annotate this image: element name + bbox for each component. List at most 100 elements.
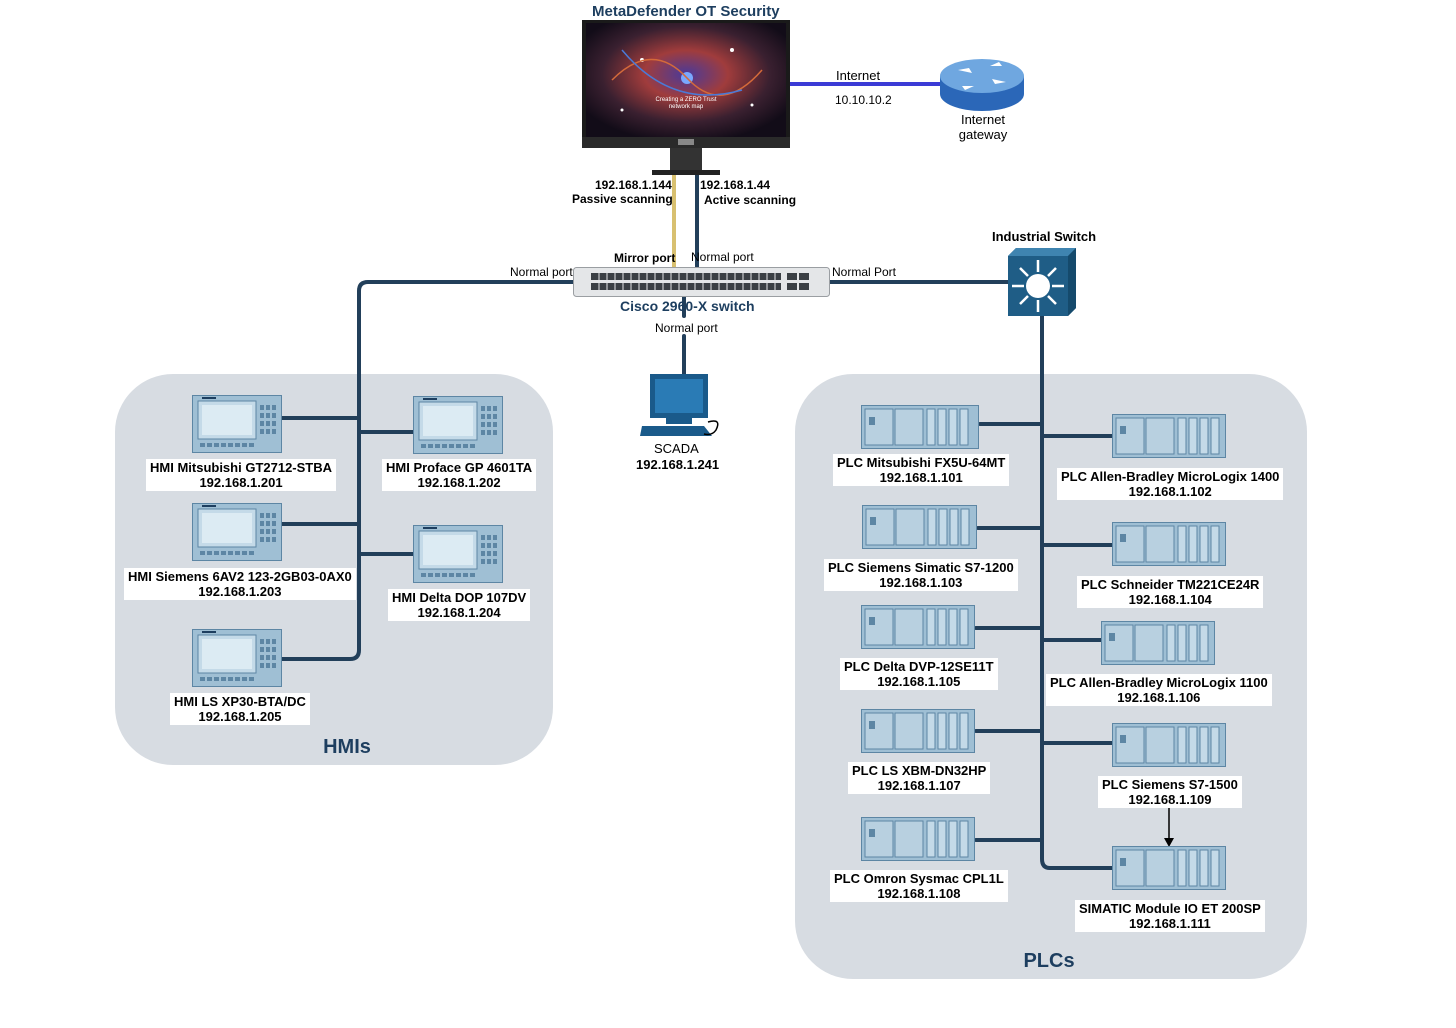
- port-label-bottom: Normal port: [655, 321, 718, 335]
- plc-name: PLC Allen-Bradley MicroLogix 1100: [1050, 675, 1268, 690]
- hmi-device[interactable]: [192, 395, 282, 458]
- internet-ip: 10.10.10.2: [835, 93, 892, 107]
- plc-device[interactable]: [1112, 723, 1226, 772]
- plc-device[interactable]: [861, 709, 975, 758]
- plc-name: PLC Siemens Simatic S7-1200: [828, 560, 1014, 575]
- scada-ip: 192.168.1.241: [636, 457, 720, 472]
- port-label-left: Normal port: [510, 265, 573, 279]
- passive-label: Passive scanning: [572, 192, 673, 206]
- plc-rack-icon: [1112, 414, 1226, 458]
- port-label-top-right: Normal port: [691, 250, 754, 264]
- hmi-panel-icon: [413, 525, 503, 583]
- hmi-panel-icon: [192, 503, 282, 561]
- plc-device[interactable]: [1112, 414, 1226, 463]
- plc-name: PLC LS XBM-DN32HP: [852, 763, 987, 778]
- plc-ip: 192.168.1.101: [879, 470, 963, 485]
- plc-device[interactable]: [1112, 846, 1226, 895]
- scada-computer-icon: [640, 374, 719, 436]
- hmi-name: HMI Siemens 6AV2 123-2GB03-0AX0: [128, 569, 352, 584]
- plc-ip: 192.168.1.104: [1128, 592, 1212, 607]
- plc-device[interactable]: [861, 605, 975, 654]
- hmi-device[interactable]: [192, 629, 282, 692]
- plc-name: PLC Mitsubishi FX5U-64MT: [837, 455, 1006, 470]
- plc-name: PLC Schneider TM221CE24R: [1081, 577, 1260, 592]
- industrial-switch-icon: [1008, 248, 1076, 316]
- gateway-label: Internet gateway: [958, 112, 1008, 142]
- plc-device[interactable]: [861, 817, 975, 866]
- hmi-zone-title: HMIs: [323, 736, 371, 758]
- hmi-ip: 192.168.1.205: [198, 709, 282, 724]
- hmi-ip: 192.168.1.204: [417, 605, 501, 620]
- hmi-panel-icon: [413, 396, 503, 454]
- plc-rack-icon: [862, 505, 977, 549]
- plc-zone-title: PLCs: [1023, 950, 1075, 972]
- plc-ip: 192.168.1.107: [877, 778, 961, 793]
- plc-ip: 192.168.1.102: [1128, 484, 1212, 499]
- plc-rack-icon: [1112, 846, 1226, 890]
- monitor-screen-text: Creating a ZERO Trust network map: [655, 97, 717, 110]
- router-icon: [940, 59, 1024, 111]
- plc-device[interactable]: [1101, 621, 1215, 670]
- hmi-name: HMI LS XP30-BTA/DC: [174, 694, 306, 709]
- cisco-switch-icon: [573, 267, 830, 297]
- mirror-port-label: Mirror port: [614, 251, 676, 265]
- plc-rack-icon: [861, 817, 975, 861]
- plc-name: SIMATIC Module IO ET 200SP: [1079, 901, 1261, 916]
- plc-name: PLC Allen-Bradley MicroLogix 1400: [1061, 469, 1280, 484]
- plc-ip: 192.168.1.108: [877, 886, 961, 901]
- plc-ip: 192.168.1.105: [877, 674, 961, 689]
- monitor-title: MetaDefender OT Security: [592, 3, 780, 20]
- plc-name: PLC Omron Sysmac CPL1L: [834, 871, 1004, 886]
- hmi-ip: 192.168.1.201: [199, 475, 283, 490]
- plc-ip: 192.168.1.109: [1128, 792, 1212, 807]
- hmi-device[interactable]: [192, 503, 282, 566]
- active-label: Active scanning: [704, 193, 797, 207]
- active-ip: 192.168.1.44: [700, 178, 771, 192]
- plc-rack-icon: [861, 709, 975, 753]
- plc-device[interactable]: [862, 505, 977, 554]
- plc-name: PLC Siemens S7-1500: [1102, 777, 1238, 792]
- hmi-name: HMI Proface GP 4601TA: [386, 460, 533, 475]
- scada-name: SCADA: [654, 441, 699, 456]
- plc-ip: 192.168.1.106: [1117, 690, 1201, 705]
- plc-ip: 192.168.1.111: [1129, 916, 1211, 931]
- hmi-name: HMI Mitsubishi GT2712-STBA: [150, 460, 333, 475]
- plc-rack-icon: [1112, 522, 1226, 566]
- hmi-panel-icon: [192, 629, 282, 687]
- hmi-ip: 192.168.1.202: [417, 475, 501, 490]
- passive-ip: 192.168.1.144: [595, 178, 672, 192]
- plc-rack-icon: [861, 405, 979, 449]
- port-label-right: Normal Port: [832, 265, 897, 279]
- plc-ip: 192.168.1.103: [879, 575, 963, 590]
- hmi-name: HMI Delta DOP 107DV: [392, 590, 527, 605]
- plc-device[interactable]: [1112, 522, 1226, 571]
- plc-rack-icon: [1101, 621, 1215, 665]
- plc-name: PLC Delta DVP-12SE11T: [844, 659, 994, 674]
- hmi-device[interactable]: [413, 525, 503, 588]
- cisco-switch-name: Cisco 2960-X switch: [620, 298, 755, 314]
- industrial-switch-name: Industrial Switch: [992, 229, 1097, 244]
- plc-rack-icon: [861, 605, 975, 649]
- hmi-device[interactable]: [413, 396, 503, 459]
- internet-link-label: Internet: [836, 68, 881, 83]
- plc-device[interactable]: [861, 405, 979, 454]
- hmi-ip: 192.168.1.203: [198, 584, 282, 599]
- hmi-panel-icon: [192, 395, 282, 453]
- plc-rack-icon: [1112, 723, 1226, 767]
